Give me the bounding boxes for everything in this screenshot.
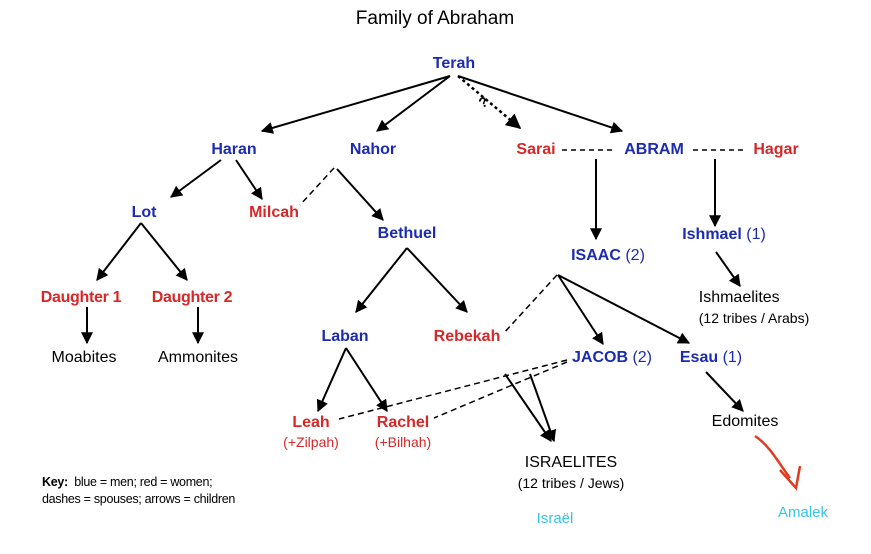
edge-esau-edomites bbox=[705, 371, 744, 412]
node-leah: Leah (+Zilpah) bbox=[283, 414, 339, 450]
edge-lot-daughter2 bbox=[140, 222, 188, 281]
node-daughter-2: Daughter 2 bbox=[151, 289, 233, 306]
edge-haran-lot bbox=[170, 159, 222, 198]
edge-laban-rachel bbox=[345, 347, 388, 413]
node-isaac: ISAAC (2) bbox=[571, 247, 645, 264]
annotation-israel: Israël bbox=[536, 510, 574, 527]
node-laban: Laban bbox=[321, 328, 369, 345]
edge-bethuel-rebekah bbox=[406, 247, 468, 313]
edge-isaac-esau bbox=[557, 274, 691, 344]
node-israelites: ISRAELITES (12 tribes / Jews) bbox=[517, 454, 625, 491]
spouse-jacob-rachel bbox=[433, 361, 568, 419]
node-nahor: Nahor bbox=[349, 141, 397, 158]
node-rachel: Rachel (+Bilhah) bbox=[374, 414, 432, 450]
edge-terah-haran bbox=[260, 75, 451, 134]
edge-ishmael-ishmaelites bbox=[715, 251, 741, 287]
node-milcah: Milcah bbox=[249, 204, 299, 221]
edge-bethuel-laban bbox=[355, 247, 408, 313]
spouse-nahor-milcah bbox=[299, 167, 335, 206]
node-ishmaelites: Ishmaelites (12 tribes / Arabs) bbox=[698, 289, 810, 326]
edge-laban-leah bbox=[316, 347, 347, 413]
node-abram: ABRAM bbox=[624, 141, 684, 158]
edge-isaac-jacob bbox=[557, 274, 604, 346]
node-hagar: Hagar bbox=[753, 141, 799, 158]
edge-haran-milcah bbox=[235, 159, 263, 200]
node-ammonites: Ammonites bbox=[157, 349, 239, 366]
edge-terah-nahor bbox=[376, 75, 451, 132]
annotation-red-arrow bbox=[754, 434, 792, 479]
node-bethuel: Bethuel bbox=[377, 225, 437, 242]
node-moabites: Moabites bbox=[51, 349, 117, 366]
node-rebekah: Rebekah bbox=[433, 328, 501, 345]
node-sarai: Sarai bbox=[516, 141, 556, 158]
node-daughter-1: Daughter 1 bbox=[40, 289, 122, 306]
edge-terah-sarai bbox=[457, 75, 522, 129]
node-lot: Lot bbox=[131, 204, 157, 221]
edge-jacob-israelites-b bbox=[529, 373, 557, 443]
spouse-isaac-rebekah bbox=[502, 274, 558, 335]
annotation-amalek: Amalek bbox=[777, 504, 829, 521]
diagram-title: Family of Abraham bbox=[355, 8, 515, 29]
node-edomites: Edomites bbox=[711, 413, 779, 430]
legend-key: Key: blue = men; red = women; dashes = s… bbox=[42, 475, 236, 506]
annotation-red-arrowhead bbox=[779, 465, 802, 491]
edge-nahor-bethuel bbox=[336, 168, 384, 221]
node-terah: Terah bbox=[432, 55, 476, 72]
edge-terah-abram bbox=[457, 75, 624, 134]
node-jacob: JACOB (2) bbox=[571, 349, 653, 366]
node-haran: Haran bbox=[211, 141, 257, 158]
edge-lot-daughter1 bbox=[96, 222, 142, 281]
node-esau: Esau (1) bbox=[679, 349, 743, 366]
edge-jacob-israelites-a bbox=[504, 373, 552, 442]
node-ishmael: Ishmael (1) bbox=[682, 226, 766, 243]
